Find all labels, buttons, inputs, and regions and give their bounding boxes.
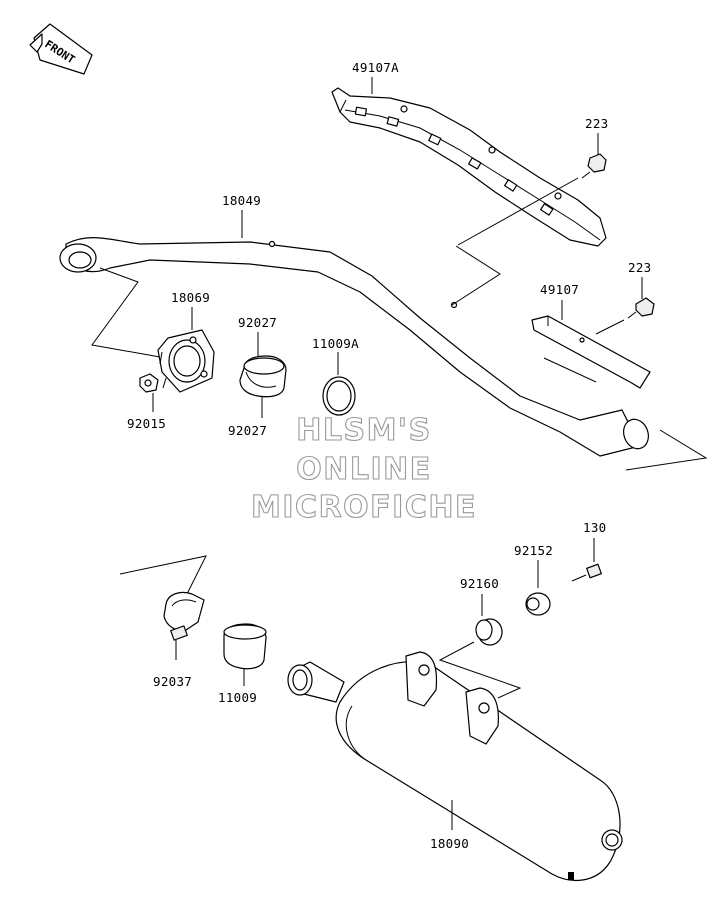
watermark-line-2: ONLINE [296, 452, 432, 487]
label-11009: 11009 [218, 690, 257, 705]
label-223-upper: 223 [585, 116, 608, 131]
part-92037-clamp: 92037 [119, 555, 207, 689]
label-130: 130 [583, 520, 606, 535]
watermark: HLSM'S ONLINE MICROFICHE [250, 412, 477, 525]
watermark-line-1: HLSM'S [296, 413, 431, 448]
label-18069: 18069 [171, 290, 210, 305]
label-11009A: 11009A [312, 336, 359, 351]
part-92015-nut: 92015 [127, 373, 166, 431]
part-11009A-ring: 11009A [312, 336, 359, 416]
part-49107A-heat-shield: 49107A [331, 60, 607, 247]
part-18049-exhaust-pipe: 18049 [59, 193, 708, 471]
label-92015: 92015 [127, 416, 166, 431]
label-92160: 92160 [460, 576, 499, 591]
label-49107: 49107 [540, 282, 579, 297]
part-92160-grommet: 92160 [438, 576, 522, 699]
front-arrow-badge: FRONT [29, 23, 93, 75]
label-49107A: 49107A [352, 60, 399, 75]
label-92027-upper: 92027 [238, 315, 277, 330]
part-18069-flange: 18069 [157, 290, 215, 393]
part-11009-sleeve: 11009 [218, 623, 267, 705]
part-223-bolt-upper: 223 [457, 116, 608, 246]
label-92027-lower: 92027 [228, 423, 267, 438]
label-223-lower: 223 [628, 260, 651, 275]
part-92152-washer: 92152 [514, 543, 553, 616]
label-18049: 18049 [222, 193, 261, 208]
watermark-line-3: MICROFICHE [251, 490, 477, 525]
label-18090: 18090 [430, 836, 469, 851]
part-92027-gasket: 92027 92027 [228, 315, 287, 438]
label-92037: 92037 [153, 674, 192, 689]
part-18090-muffler: 18090 [287, 651, 623, 881]
part-130-bolt: 130 [571, 520, 606, 582]
part-223-bolt-lower: 223 [595, 260, 655, 335]
label-92152: 92152 [514, 543, 553, 558]
part-49107-bracket: 49107 [531, 282, 651, 389]
